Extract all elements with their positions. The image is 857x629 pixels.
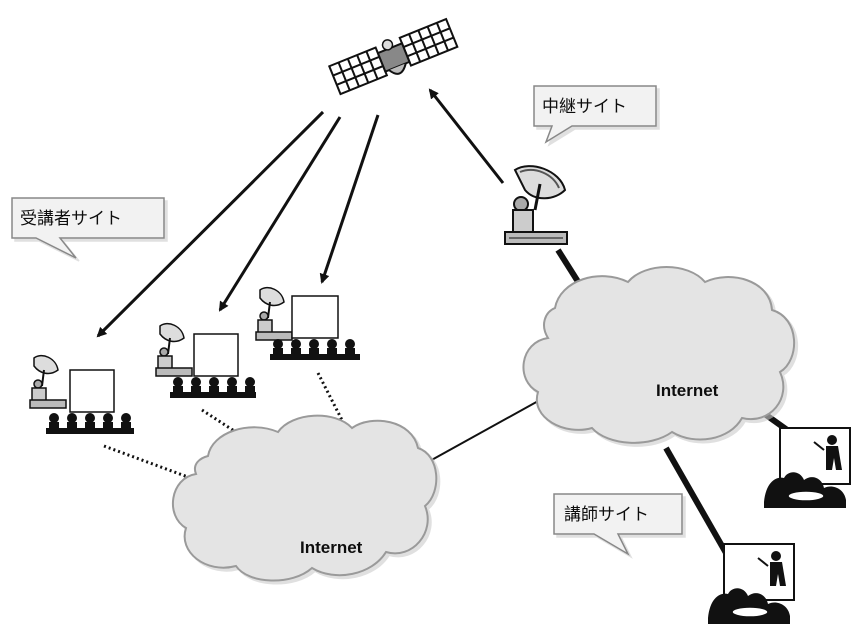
instructor-site-callout: 講師サイト bbox=[553, 493, 683, 556]
receiver-screen bbox=[291, 295, 339, 339]
internet-cloud-lower: Internet bbox=[171, 414, 438, 582]
audience-icon bbox=[170, 377, 256, 398]
satellite-icon bbox=[327, 17, 459, 96]
downlink-arrow-1 bbox=[96, 110, 325, 338]
receiver-screen bbox=[69, 369, 115, 413]
receiver-site-callout: 受講者サイト bbox=[11, 197, 165, 259]
receiver-1-dotted-link bbox=[103, 444, 197, 482]
meeting-audience-icon bbox=[764, 472, 846, 508]
receiver-dish-icon bbox=[29, 354, 67, 409]
relay-dish-antenna-icon bbox=[504, 165, 568, 245]
instructor-site-2 bbox=[708, 543, 795, 624]
receiver-screen bbox=[193, 333, 239, 377]
uplink-arrow bbox=[428, 88, 505, 184]
downlink-arrow-3 bbox=[319, 114, 380, 284]
audience-icon bbox=[270, 339, 360, 360]
receiver-site-label: 受講者サイト bbox=[20, 209, 122, 229]
internet-cloud-upper: Internet bbox=[522, 266, 795, 444]
presenter-icon bbox=[757, 551, 786, 586]
downlink-arrow-2 bbox=[218, 116, 342, 312]
presenter-icon bbox=[813, 435, 842, 470]
receiver-site-1 bbox=[29, 354, 134, 434]
instructor-site-label: 講師サイト bbox=[564, 505, 649, 525]
receiver-site-3 bbox=[255, 286, 360, 360]
lower-internet-label: Internet bbox=[300, 538, 363, 557]
audience-icon bbox=[46, 413, 134, 434]
instructor-site-1 bbox=[764, 427, 851, 508]
relay-site-label: 中継サイト bbox=[542, 97, 627, 117]
receiver-dish-icon bbox=[255, 286, 293, 341]
internet-interconnect bbox=[427, 399, 541, 463]
upper-internet-label: Internet bbox=[656, 381, 719, 400]
meeting-audience-icon bbox=[708, 588, 790, 624]
signal-arrows bbox=[96, 88, 505, 338]
internet-to-instructor-link-2 bbox=[663, 446, 733, 562]
receiver-2-dotted-link bbox=[201, 408, 246, 440]
receiver-dish-icon bbox=[155, 322, 193, 377]
relay-site-callout: 中継サイト bbox=[533, 85, 657, 144]
receiver-site-2 bbox=[155, 322, 256, 398]
